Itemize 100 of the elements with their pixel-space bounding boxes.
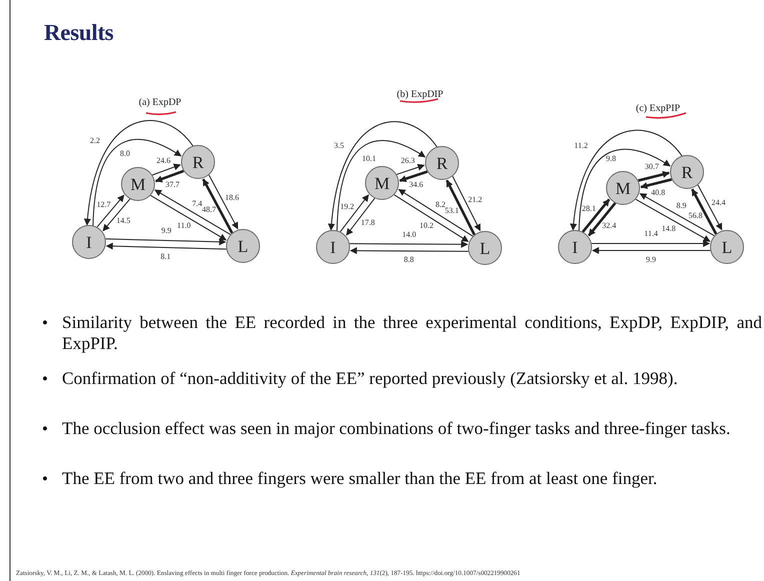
node-label: M xyxy=(130,176,146,192)
edge-label: 14.0 xyxy=(402,230,416,238)
arrow xyxy=(691,188,718,235)
edge-label: 2.2 xyxy=(90,137,100,145)
edge-label: 8.0 xyxy=(120,150,130,158)
node-label: L xyxy=(238,238,248,254)
panel-title: (a) ExpDP xyxy=(138,97,182,108)
bullet-text: Confirmation of “non-additivity of the EE” reported previously (Zatsiorsky et al. 1998). xyxy=(62,368,679,389)
edge-label: 30.7 xyxy=(644,163,659,172)
arrow xyxy=(592,247,711,254)
arrow xyxy=(106,242,227,250)
edge-label: 24.4 xyxy=(711,199,726,208)
arrow xyxy=(96,194,124,228)
arrow xyxy=(202,178,234,234)
node-label: M xyxy=(374,174,390,192)
edge-label: 48.7 xyxy=(202,206,216,214)
edge-label: 8.9 xyxy=(676,202,686,210)
edge-label: 56.8 xyxy=(688,212,703,220)
arrow xyxy=(582,198,610,233)
arrow xyxy=(452,176,481,232)
arrow xyxy=(446,180,476,236)
edge-label: 11.0 xyxy=(177,222,191,230)
node-label: L xyxy=(480,240,490,256)
edge-label: 14.5 xyxy=(116,217,130,226)
node-label: M xyxy=(615,180,631,196)
arrow xyxy=(640,178,672,189)
edge-label: 10.1 xyxy=(362,155,376,163)
edge-label: 28.1 xyxy=(582,205,596,214)
edge-label: 40.8 xyxy=(651,188,666,197)
arrow xyxy=(350,247,469,254)
node-label: R xyxy=(436,154,448,172)
edge-label: 7.4 xyxy=(192,200,202,208)
arrow xyxy=(578,148,671,232)
arrow xyxy=(349,240,468,248)
bullet-text: Similarity between the EE recorded in the three experimental conditions, ExpDP, ExpDIP, and ExpPIP. xyxy=(62,312,762,354)
node-label: R xyxy=(681,164,693,180)
edge-label: 11.4 xyxy=(644,230,658,238)
edge-label: 19.2 xyxy=(340,203,354,212)
finger-node xyxy=(468,231,502,265)
finger-node xyxy=(226,229,260,263)
arrow xyxy=(697,184,722,230)
finger-node xyxy=(316,230,350,264)
finger-node xyxy=(558,230,592,264)
bullet-marker: • xyxy=(42,468,49,489)
edge-label: 12.7 xyxy=(96,200,111,209)
finger-node xyxy=(365,166,399,200)
arrow xyxy=(588,202,616,236)
edge-label: 8.1 xyxy=(160,252,171,261)
edge-label: 14.8 xyxy=(662,224,676,233)
arrow xyxy=(638,171,670,182)
panel-title: (c) ExpPIP xyxy=(636,103,680,114)
arrow xyxy=(399,170,428,182)
arrow xyxy=(591,240,710,247)
edge-label: 26.3 xyxy=(400,156,415,165)
arrow xyxy=(84,120,194,226)
arrow xyxy=(92,138,182,226)
finger-node xyxy=(425,146,459,180)
edge-label: 9.8 xyxy=(606,155,616,163)
edge-label: 8.2 xyxy=(435,200,446,208)
edge-label: 17.8 xyxy=(360,218,375,227)
bullet-text: The occlusion effect was seen in major combinations of two-finger tasks and three-finger tasks. xyxy=(62,418,732,439)
node-label: I xyxy=(86,234,92,250)
finger-node xyxy=(710,230,744,264)
node-label: R xyxy=(192,154,204,170)
arrow xyxy=(152,164,181,176)
edge-label: 11.2 xyxy=(574,142,588,150)
edge-label: 21.2 xyxy=(468,196,482,204)
node-label: I xyxy=(572,238,578,256)
bullet-marker: • xyxy=(42,368,49,389)
arrow xyxy=(570,130,682,231)
arrow xyxy=(394,194,469,242)
arrow xyxy=(328,121,438,231)
node-label: I xyxy=(330,238,336,256)
node-label: L xyxy=(722,238,732,256)
edge-label: 32.4 xyxy=(602,222,616,230)
arrow xyxy=(340,194,369,232)
arrow xyxy=(639,193,715,236)
edge-label: 24.6 xyxy=(156,156,171,165)
bullet-marker: • xyxy=(42,312,49,333)
arrow xyxy=(102,198,130,232)
bullet-marker: • xyxy=(42,418,49,439)
arrow xyxy=(208,174,238,230)
arrow xyxy=(150,194,227,241)
edge-label: 9.9 xyxy=(161,227,172,235)
finger-node xyxy=(72,225,106,259)
finger-node xyxy=(606,171,640,205)
arrow xyxy=(396,164,425,175)
arrow xyxy=(398,188,474,237)
edge-label: 10.2 xyxy=(420,222,434,230)
arrow xyxy=(105,238,226,246)
arrow xyxy=(155,170,184,182)
finger-node xyxy=(121,167,155,201)
finger-node xyxy=(181,145,215,179)
edge-label: 18.6 xyxy=(224,194,239,202)
edge-label: 9.9 xyxy=(646,256,656,264)
arrow xyxy=(635,198,711,242)
arrow xyxy=(346,198,376,236)
edge-label: 34.6 xyxy=(409,181,424,190)
edge-label: 8.8 xyxy=(404,256,414,264)
bullet-text: The EE from two and three fingers were smaller than the EE from at least one finger. xyxy=(62,468,658,489)
